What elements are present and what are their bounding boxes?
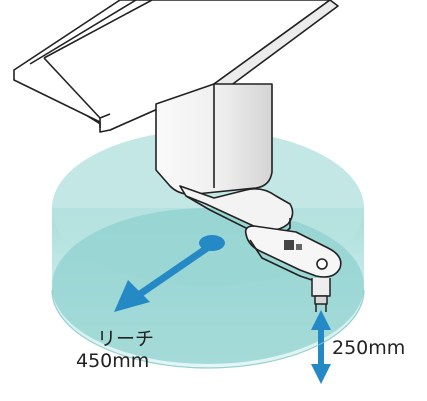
reach-label: リーチ xyxy=(97,328,155,350)
robot-column xyxy=(155,83,273,196)
height-value-label: 250mm xyxy=(332,337,406,359)
height-arrow xyxy=(311,310,331,384)
cylinder-front-rim xyxy=(51,289,365,369)
reach-arrow xyxy=(114,235,225,312)
overhead-rail xyxy=(13,0,339,133)
reach-value-label: 450mm xyxy=(76,350,150,372)
tool-shaft xyxy=(311,278,331,312)
robot-arm-second xyxy=(244,225,342,283)
